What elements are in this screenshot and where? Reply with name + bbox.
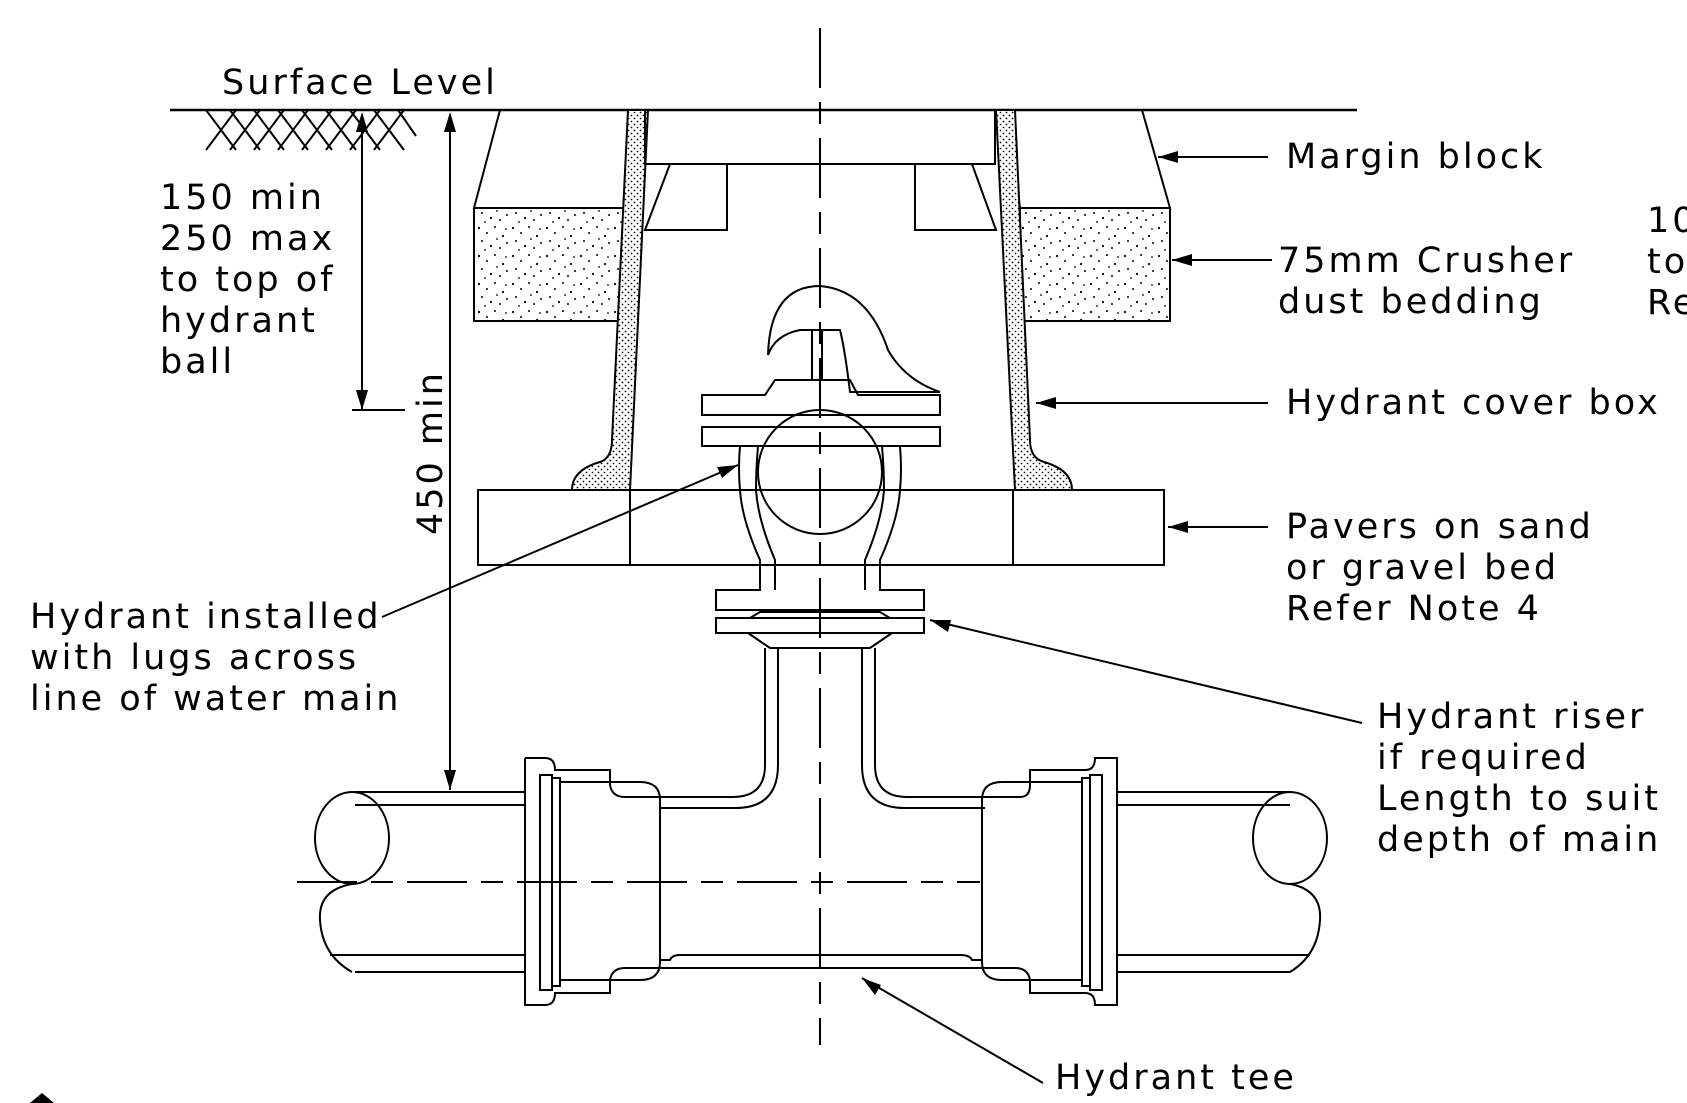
label-margin-block: Margin block: [1286, 137, 1546, 177]
label-depth-note-1: 150 min: [160, 178, 325, 218]
dimension-150-250: [352, 112, 405, 411]
label-cut-1: 10: [1647, 201, 1687, 241]
label-hydrant-installed-2: with lugs across: [30, 638, 359, 678]
label-depth-note-2: 250 max: [160, 219, 335, 259]
cover-lid: [644, 109, 996, 165]
water-main-right: [1117, 791, 1328, 973]
pavers: [477, 489, 1165, 566]
crusher-dust-right: [1019, 207, 1171, 322]
crusher-dust-left: [473, 207, 627, 322]
label-450-min: 450 min: [411, 370, 451, 535]
water-main-left: [314, 791, 525, 973]
hydrant-tee: [524, 757, 1118, 1006]
label-hydrant-tee: Hydrant tee: [1055, 1058, 1297, 1098]
ground-hatching: [205, 109, 417, 151]
lid-lug-right: [914, 163, 998, 231]
label-surface-level: Surface Level: [222, 63, 498, 103]
margin-block-left: [472, 109, 642, 209]
label-pavers-1: Pavers on sand: [1286, 507, 1594, 547]
leaders: [381, 151, 1363, 1084]
hydrant-body: [701, 284, 941, 649]
section-marker: [30, 1093, 54, 1103]
lid-lug-left: [643, 163, 728, 231]
label-pavers-2: or gravel bed: [1286, 548, 1559, 588]
label-riser-2: if required: [1377, 738, 1590, 778]
label-cut-3: Re: [1647, 283, 1687, 323]
label-hydrant-installed-3: line of water main: [30, 679, 401, 719]
dimension-450: [444, 112, 456, 790]
label-cut-2: to: [1647, 242, 1687, 282]
label-riser-3: Length to suit: [1377, 779, 1661, 819]
label-depth-note-3: to top of: [160, 260, 335, 300]
label-hydrant-installed-1: Hydrant installed: [30, 597, 382, 637]
label-cover-box: Hydrant cover box: [1286, 383, 1661, 423]
label-riser-1: Hydrant riser: [1377, 697, 1646, 737]
label-crusher-dust-2: dust bedding: [1278, 282, 1544, 322]
cover-box-wall-right: [994, 109, 1074, 491]
margin-block-right: [1005, 109, 1172, 209]
label-riser-4: depth of main: [1377, 820, 1661, 860]
label-depth-note-5: ball: [160, 342, 235, 382]
hydrant-riser: [660, 648, 985, 809]
label-depth-note-4: hydrant: [160, 301, 318, 341]
label-crusher-dust-1: 75mm Crusher: [1278, 241, 1575, 281]
label-pavers-3: Refer Note 4: [1286, 589, 1542, 629]
